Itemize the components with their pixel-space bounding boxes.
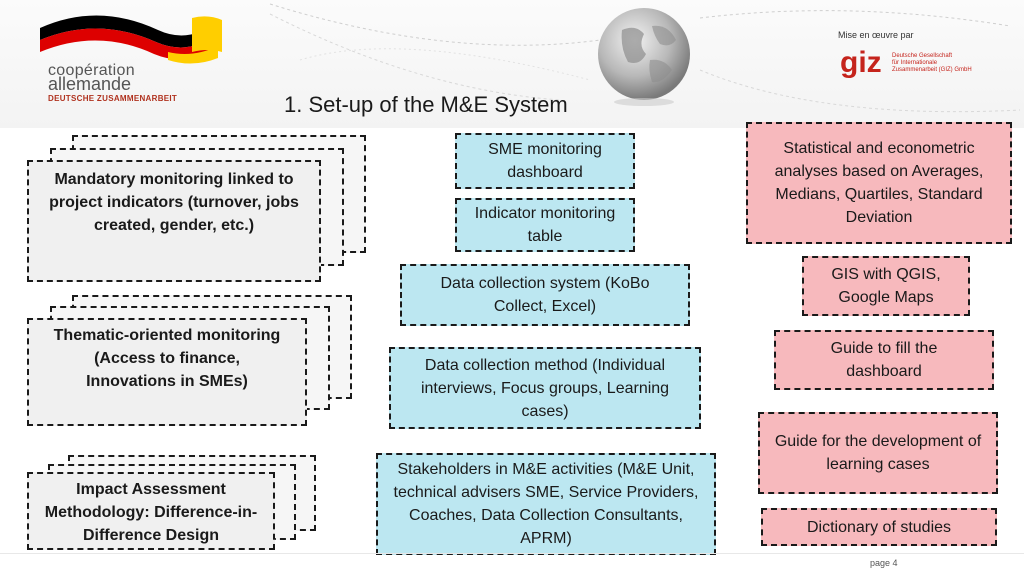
flag-swoosh-icon — [40, 15, 222, 64]
logo-word-cooperation: coopération — [48, 62, 135, 79]
statistical-analysis-card: Statistical and econometric analyses bas… — [746, 122, 1012, 244]
giz-sub-line2: für Internationale — [892, 60, 938, 66]
thematic-monitoring-card: Thematic-oriented monitoring (Access to … — [27, 318, 307, 426]
data-collection-system-card: Data collection system (KoBo Collect, Ex… — [400, 264, 690, 326]
impact-assessment-card: Impact Assessment Methodology: Differenc… — [27, 472, 275, 550]
data-collection-system-text: Data collection system (KoBo Collect, Ex… — [440, 275, 650, 315]
header-band — [0, 0, 1024, 128]
gis-card: GIS with QGIS, Google Maps — [802, 256, 970, 316]
statistical-analysis-text: Statistical and econometric analyses bas… — [774, 140, 984, 226]
guide-learning-text: Guide for the development of learning ca… — [774, 433, 982, 473]
sme-dashboard-text: SME monitoring dashboard — [488, 141, 602, 181]
giz-subtext: Deutsche Gesellschaft für Internationale… — [892, 53, 972, 74]
guide-dashboard-card: Guide to fill the dashboard — [774, 330, 994, 390]
impact-assessment-text: Impact Assessment Methodology: Differenc… — [44, 481, 258, 544]
stakeholders-card: Stakeholders in M&E activities (M&E Unit… — [376, 453, 716, 555]
slide-title: 1. Set-up of the M&E System — [284, 92, 568, 117]
giz-sub-line1: Deutsche Gesellschaft — [892, 53, 953, 59]
data-collection-method-text: Data collection method (Individual inter… — [420, 356, 670, 420]
dictionary-card: Dictionary of studies — [761, 508, 997, 546]
footer-divider — [0, 553, 1024, 554]
mandatory-monitoring-text: Mandatory monitoring linked to project i… — [49, 171, 299, 234]
data-collection-method-card: Data collection method (Individual inter… — [389, 347, 701, 429]
logo-word-deutsche: DEUTSCHE ZUSAMMENARBEIT — [48, 94, 178, 103]
indicator-table-text: Indicator monitoring table — [474, 205, 616, 245]
guide-dashboard-text: Guide to fill the dashboard — [830, 340, 938, 380]
thematic-monitoring-text: Thematic-oriented monitoring (Access to … — [53, 327, 281, 390]
giz-wordmark: giz — [840, 46, 882, 79]
guide-learning-card: Guide for the development of learning ca… — [758, 412, 998, 494]
stakeholders-text: Stakeholders in M&E activities (M&E Unit… — [393, 461, 699, 547]
giz-sub-line3: Zusammenarbeit (GIZ) GmbH — [892, 67, 972, 73]
implemented-by-label: Mise en œuvre par — [838, 30, 914, 40]
header-decor-lines — [269, 3, 1021, 113]
logo-word-allemande: allemande — [48, 74, 132, 94]
giz-logo: giz Deutsche Gesellschaft für Internatio… — [840, 46, 990, 82]
dictionary-text: Dictionary of studies — [806, 518, 952, 536]
indicator-table-card: Indicator monitoring table — [455, 198, 635, 252]
gis-text: GIS with QGIS, Google Maps — [831, 266, 941, 306]
cooperation-allemande-logo: coopération allemande DEUTSCHE ZUSAMMENA… — [18, 8, 238, 108]
sme-dashboard-card: SME monitoring dashboard — [455, 133, 635, 189]
mandatory-monitoring-card: Mandatory monitoring linked to project i… — [27, 160, 321, 282]
globe-icon — [592, 4, 696, 108]
page-number: page 4 — [870, 558, 898, 568]
